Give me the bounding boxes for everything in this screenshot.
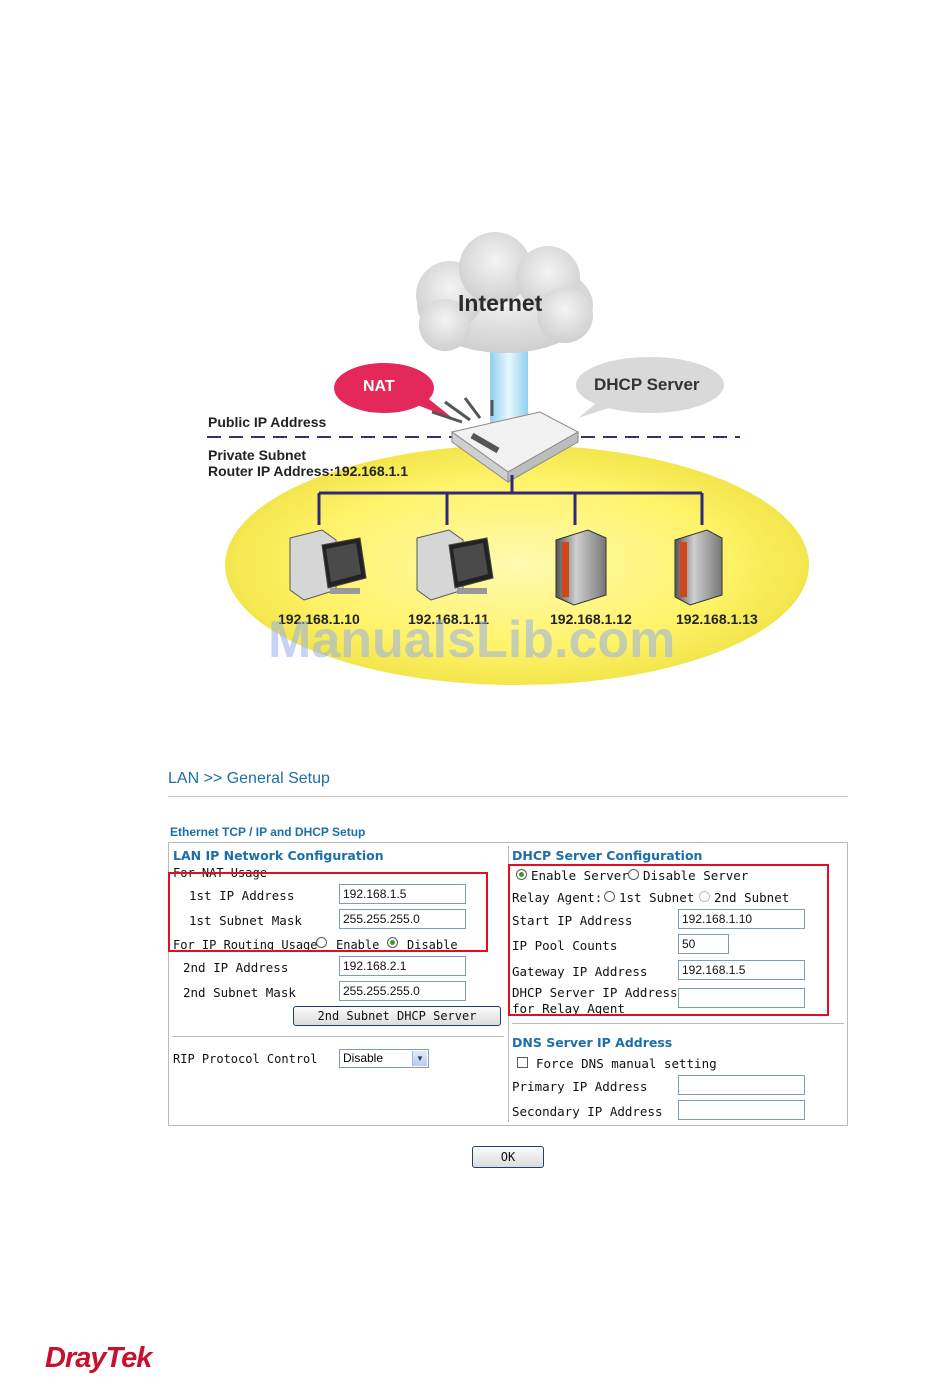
host-ip-label: 192.168.1.10 xyxy=(278,611,360,627)
router-ip-label: Router IP Address:192.168.1.1 xyxy=(208,463,408,479)
private-subnet-label: Private Subnet xyxy=(208,447,307,463)
lan-divider xyxy=(172,1036,504,1037)
rip-select-value: Disable xyxy=(343,1051,384,1065)
mask1-input[interactable]: 255.255.255.0 xyxy=(339,909,466,929)
routing-disable-radio[interactable] xyxy=(387,937,398,948)
pc-icon-2 xyxy=(416,529,494,601)
ok-button[interactable]: OK xyxy=(472,1146,544,1168)
gateway-ip-label: Gateway IP Address xyxy=(512,964,648,979)
lan-config-title: LAN IP Network Configuration xyxy=(173,848,384,863)
ip2-label: 2nd IP Address xyxy=(183,960,289,975)
diagram-graphic xyxy=(207,232,809,685)
dhcp-enable-label: Enable Server xyxy=(531,868,629,883)
pool-count-input[interactable]: 50 xyxy=(678,934,729,954)
dhcp-disable-label: Disable Server xyxy=(643,868,749,883)
relay-server-ip-label: DHCP Server IP Address xyxy=(512,985,678,1000)
relay-agent-label: Relay Agent: xyxy=(512,890,603,905)
ip-routing-label: For IP Routing Usage xyxy=(173,938,318,952)
start-ip-input[interactable]: 192.168.1.10 xyxy=(678,909,805,929)
relay-1st-label: 1st Subnet xyxy=(619,890,695,905)
routing-enable-radio[interactable] xyxy=(316,937,327,948)
routing-disable-label: Disable xyxy=(407,938,458,952)
host-ip-label: 192.168.1.12 xyxy=(550,611,632,627)
chevron-down-icon[interactable]: ▼ xyxy=(412,1051,427,1066)
primary-dns-label: Primary IP Address xyxy=(512,1079,648,1094)
watermark: ManualsLib.com xyxy=(268,611,676,669)
start-ip-label: Start IP Address xyxy=(512,913,633,928)
rip-select[interactable]: Disable ▼ xyxy=(339,1049,429,1068)
relay-2nd-radio[interactable] xyxy=(699,891,710,902)
dhcp-highlight-box xyxy=(508,864,829,1016)
rip-label: RIP Protocol Control xyxy=(173,1052,318,1066)
dns-config-title: DNS Server IP Address xyxy=(512,1035,673,1050)
section-title: Ethernet TCP / IP and DHCP Setup xyxy=(170,825,366,839)
secondary-dns-input[interactable] xyxy=(678,1100,805,1120)
public-ip-label: Public IP Address xyxy=(208,414,327,430)
dhcp-disable-radio[interactable] xyxy=(628,869,639,880)
dhcp-divider xyxy=(512,1023,844,1024)
ip2-input[interactable]: 192.168.2.1 xyxy=(339,956,466,976)
relay-1st-radio[interactable] xyxy=(604,891,615,902)
dhcp-server-label: DHCP Server xyxy=(594,375,700,394)
subnet2-dhcp-button[interactable]: 2nd Subnet DHCP Server xyxy=(293,1006,501,1026)
dhcp-bubble xyxy=(576,357,724,418)
ip1-input[interactable]: 192.168.1.5 xyxy=(339,884,466,904)
routing-enable-label: Enable xyxy=(336,938,380,952)
gateway-ip-input[interactable]: 192.168.1.5 xyxy=(678,960,805,980)
secondary-dns-label: Secondary IP Address xyxy=(512,1104,663,1119)
host-ip-label: 192.168.1.13 xyxy=(676,611,758,627)
network-diagram: Internet NAT DHCP Server Public IP Addre… xyxy=(207,232,809,685)
primary-dns-input[interactable] xyxy=(678,1075,805,1095)
internet-label: Internet xyxy=(458,290,543,316)
server-icon-1 xyxy=(555,529,607,606)
mask2-label: 2nd Subnet Mask xyxy=(183,985,296,1000)
server-icon-2 xyxy=(674,529,723,606)
title-divider xyxy=(168,796,848,797)
mask2-input[interactable]: 255.255.255.0 xyxy=(339,981,466,1001)
force-dns-label: Force DNS manual setting xyxy=(536,1056,717,1071)
lan-wiring xyxy=(317,475,704,525)
mask1-label: 1st Subnet Mask xyxy=(189,913,302,928)
settings-panel xyxy=(168,842,848,1126)
internet-beam xyxy=(490,340,528,430)
router-icon xyxy=(431,397,580,483)
draytek-logo: DrayTek xyxy=(45,1342,152,1374)
host-ip-label: 192.168.1.11 xyxy=(408,611,489,627)
page-title: LAN >> General Setup xyxy=(168,770,330,787)
nat-label: NAT xyxy=(363,378,395,395)
dhcp-config-title: DHCP Server Configuration xyxy=(512,848,703,863)
nat-bubble xyxy=(334,363,455,420)
relay-server-ip-label-2: for Relay Agent xyxy=(512,1001,625,1016)
ip1-label: 1st IP Address xyxy=(189,888,295,903)
lan-zone xyxy=(225,445,809,685)
force-dns-checkbox[interactable] xyxy=(517,1057,528,1068)
pool-count-label: IP Pool Counts xyxy=(512,938,618,953)
relay-2nd-label: 2nd Subnet xyxy=(714,890,790,905)
relay-server-ip-input[interactable] xyxy=(678,988,805,1008)
lan-highlight-box xyxy=(168,872,488,952)
internet-cloud-icon xyxy=(416,232,593,353)
dhcp-enable-radio[interactable] xyxy=(516,869,527,880)
pc-icon-1 xyxy=(289,529,367,601)
